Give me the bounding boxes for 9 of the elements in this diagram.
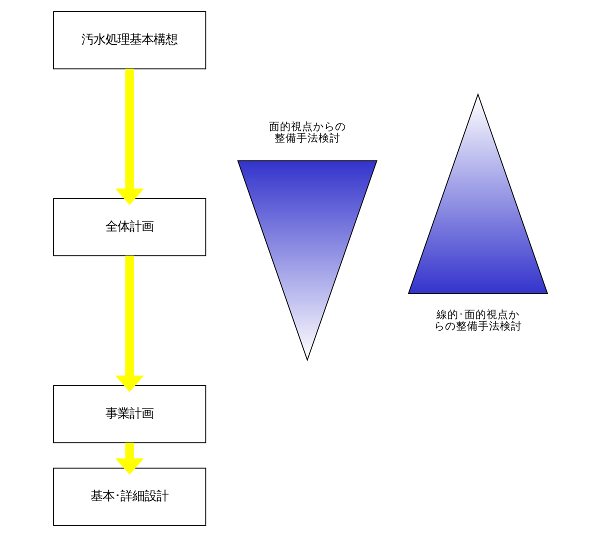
node-box: 汚水処理基本構想 xyxy=(52,11,206,70)
arrow xyxy=(114,256,144,392)
node-label: 線的･面的視点からの整備手法検討 xyxy=(433,309,522,333)
node-box: 事業計画 xyxy=(52,385,206,444)
node-box: 基本･詳細設計 xyxy=(52,468,206,526)
arrow xyxy=(114,442,144,475)
node-box: 全体計画 xyxy=(52,198,206,256)
arrow xyxy=(114,68,144,206)
node-label: 面的視点からの整備手法検討 xyxy=(268,121,346,145)
